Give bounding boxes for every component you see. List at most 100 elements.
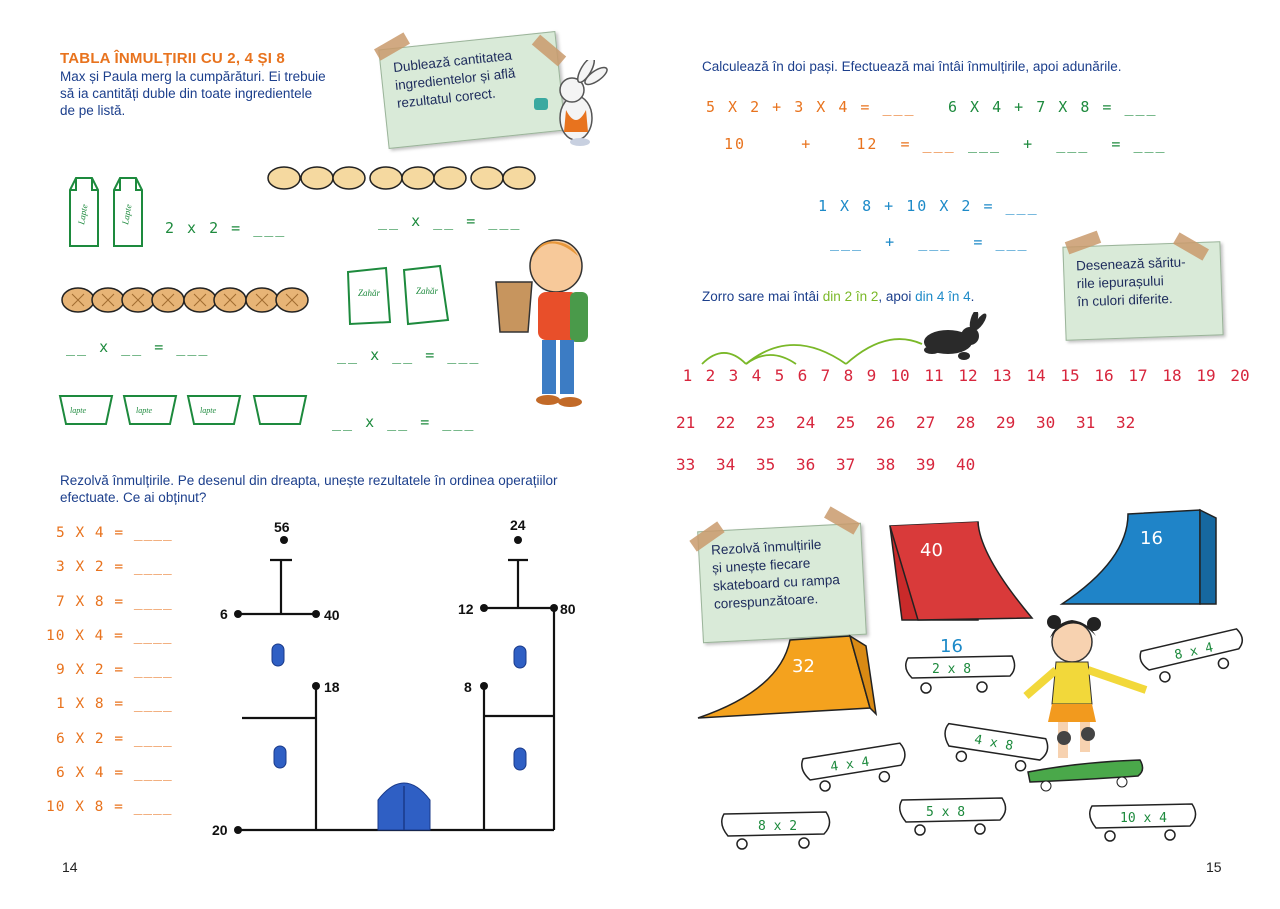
equation-b1[interactable]: 6 X 4 + 7 X 8 = ___ <box>948 98 1158 116</box>
skateboard-label: 4 x 4 <box>830 755 871 775</box>
bread-rolls-illustration <box>61 287 309 313</box>
milk-label: Lapte <box>120 203 134 226</box>
equation-a2[interactable]: 10 + 12 = ___ <box>724 135 956 153</box>
number-cell: 5 <box>774 366 785 385</box>
sugar-equation[interactable]: __ x __ = ___ <box>337 346 481 364</box>
number-cell: 31 <box>1076 413 1096 432</box>
multiplication-row[interactable]: 9 X 2 = ____ <box>56 662 173 678</box>
yogurt-label: lapte <box>136 406 152 415</box>
bread-equation[interactable]: __ x __ = ___ <box>66 338 210 356</box>
number-cell: 3 <box>728 366 739 385</box>
sugar-label: Zahăr <box>358 288 381 298</box>
rabbit-illustration <box>534 60 608 146</box>
boy-illustration <box>495 239 588 407</box>
skateboard[interactable]: 8 x 4 <box>1138 628 1247 686</box>
number-cell: 35 <box>756 455 776 474</box>
milk-equation[interactable]: 2 x 2 = ___ <box>165 219 287 237</box>
left-page: TABLA ÎNMULȚIRII CU 2, 4 ȘI 8 Max și Pau… <box>46 30 608 875</box>
yogurt-equation[interactable]: __ x __ = ___ <box>332 413 476 431</box>
number-cell: 17 <box>1128 366 1148 385</box>
number-cell: 29 <box>996 413 1016 432</box>
number-cell: 1 <box>682 366 693 385</box>
number-cell: 8 <box>843 366 854 385</box>
skateboard-label: 5 x 8 <box>926 805 965 820</box>
number-cell: 36 <box>796 455 816 474</box>
castle-point-label: 40 <box>324 607 340 623</box>
number-cell: 15 <box>1060 366 1080 385</box>
castle-point-label: 80 <box>560 601 576 617</box>
section2-text: Rezolvă înmulțirile. Pe desenul din drea… <box>60 473 558 505</box>
multiplication-row[interactable]: 10 X 4 = ____ <box>46 628 173 644</box>
yogurt-cups-illustration: lapte lapte lapte <box>58 395 308 425</box>
ramp-label: 32 <box>792 656 815 677</box>
number-cell: 25 <box>836 413 856 432</box>
castle-point-label: 18 <box>324 679 340 695</box>
multiplication-row[interactable]: 10 X 8 = ____ <box>46 799 173 815</box>
page-number: 15 <box>1206 859 1222 875</box>
multiplication-row[interactable]: 7 X 8 = ____ <box>56 594 173 610</box>
page-title: TABLA ÎNMULȚIRII CU 2, 4 ȘI 8 <box>60 50 285 67</box>
zorro-instruction: Zorro sare mai întâi din 2 în 2, apoi di… <box>702 289 975 304</box>
multiplication-row[interactable]: 5 X 4 = ____ <box>56 525 173 541</box>
equation-c2[interactable]: ___ + ___ = ___ <box>830 233 1029 251</box>
number-cell: 20 <box>1230 366 1250 385</box>
number-cell: 28 <box>956 413 976 432</box>
skateboard[interactable]: 2 x 8 <box>905 655 1016 694</box>
skateboard[interactable]: 10 x 4 <box>1089 803 1197 842</box>
number-cell: 6 <box>797 366 808 385</box>
castle-point-label: 56 <box>274 519 290 535</box>
eggs-illustration <box>267 166 536 190</box>
multiplication-row[interactable]: 1 X 8 = ____ <box>56 696 173 712</box>
ramp-label: 40 <box>920 540 943 561</box>
skate-park-illustration[interactable]: 40 16 32 16 2 x 8 8 x 4 4 x 8 4 x 4 <box>640 500 1280 860</box>
skateboard[interactable]: 8 x 2 <box>721 811 831 850</box>
number-cell: 33 <box>676 455 696 474</box>
number-cell: 16 <box>1094 366 1114 385</box>
skateboard[interactable]: 4 x 8 <box>941 721 1050 775</box>
skateboard-label: 8 x 2 <box>758 819 797 834</box>
number-cell: 23 <box>756 413 776 432</box>
yogurt-label: lapte <box>70 406 86 415</box>
number-cell: 14 <box>1026 366 1046 385</box>
instruction-two-steps: Calculează în doi pași. Efectuează mai î… <box>702 59 1122 74</box>
equation-a1[interactable]: 5 X 2 + 3 X 4 = ___ <box>706 98 916 116</box>
number-cell: 13 <box>992 366 1012 385</box>
castle-point-label: 24 <box>510 517 526 533</box>
multiplication-row[interactable]: 3 X 2 = ____ <box>56 559 173 575</box>
eggs-equation[interactable]: __ x __ = ___ <box>378 212 522 230</box>
milk-cartons-illustration: Lapte Lapte <box>69 177 143 247</box>
number-cell: 34 <box>716 455 736 474</box>
skateboard[interactable]: 5 x 8 <box>899 797 1007 836</box>
number-cell: 11 <box>924 366 944 385</box>
number-cell: 30 <box>1036 413 1056 432</box>
zorro-rabbit-illustration <box>924 312 987 360</box>
sugar-label: Zahăr <box>416 286 439 296</box>
castle-point-label: 20 <box>212 822 228 838</box>
number-cell: 9 <box>866 366 877 385</box>
equation-c1[interactable]: 1 X 8 + 10 X 2 = ___ <box>818 197 1039 215</box>
number-cell: 21 <box>676 413 696 432</box>
multiplication-row[interactable]: 6 X 2 = ____ <box>56 731 173 747</box>
page-number: 14 <box>62 859 78 875</box>
ramp-label: 16 <box>1140 528 1163 549</box>
skateboard[interactable]: 4 x 4 <box>801 742 909 794</box>
castle-point-label: 12 <box>458 601 474 617</box>
number-cell: 39 <box>916 455 936 474</box>
multiplication-row[interactable]: 6 X 4 = ____ <box>56 765 173 781</box>
yogurt-label: lapte <box>200 406 216 415</box>
milk-label: Lapte <box>76 203 90 226</box>
castle-point-label: 6 <box>220 606 228 622</box>
castle-drawing[interactable]: 56 6 40 18 24 12 80 8 20 <box>200 510 600 850</box>
skateboard-label: 4 x 8 <box>973 732 1014 754</box>
castle-point-label: 8 <box>464 679 472 695</box>
jump-arcs <box>701 338 923 365</box>
sugar-bags-illustration: Zahăr Zahăr <box>346 264 450 326</box>
number-cell: 38 <box>876 455 896 474</box>
equation-b2[interactable]: ___ + ___ = ___ <box>968 135 1167 153</box>
number-cell: 2 <box>705 366 716 385</box>
number-cell: 19 <box>1196 366 1216 385</box>
number-cell: 12 <box>958 366 978 385</box>
